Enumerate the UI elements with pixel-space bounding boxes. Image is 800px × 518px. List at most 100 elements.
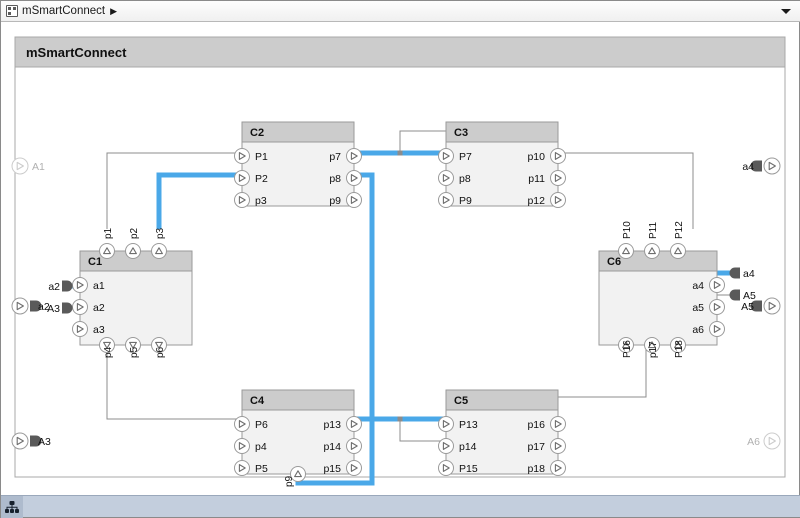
external-port-socket-a5[interactable] (763, 297, 781, 315)
wire-c3p11-c6p12[interactable] (558, 152, 694, 229)
inner-terminal-a5-terminal[interactable] (729, 289, 740, 301)
breadcrumb-arrow-icon[interactable]: ▶ (110, 5, 118, 16)
wire-c1p4-c4p4[interactable] (106, 345, 242, 420)
port-c2-p8-socket[interactable] (346, 170, 362, 186)
external-port-terminal-a2[interactable] (30, 300, 42, 312)
model-hierarchy-icon (5, 500, 19, 513)
port-c1-a3-socket[interactable] (72, 321, 88, 337)
external-port-socket-a6[interactable] (763, 432, 781, 450)
port-label-c6-p17: p17 (648, 341, 659, 358)
port-c2-p2-socket[interactable] (234, 170, 250, 186)
wire-c2p8-c3p7-branch[interactable] (399, 130, 446, 153)
external-port-terminal-a3[interactable] (30, 435, 42, 447)
port-c2-p3-socket[interactable] (234, 192, 250, 208)
port-c1-p6-socket[interactable] (151, 337, 167, 353)
port-label-c2-p3: p3 (255, 195, 267, 207)
port-label-c6-a6: a6 (692, 324, 704, 336)
wire-c1p3-c2p3-highlight[interactable] (156, 172, 242, 229)
port-c4-p5-socket[interactable] (234, 460, 250, 476)
port-c2-p1-socket[interactable] (234, 148, 250, 164)
port-c3-p12-socket[interactable] (550, 192, 566, 208)
port-c5-p16-socket[interactable] (550, 416, 566, 432)
port-c3-p10-arrow-icon (554, 152, 562, 160)
port-c6-a5-socket[interactable] (709, 299, 725, 315)
port-c6-p16-socket[interactable] (618, 337, 634, 353)
port-c6-p18-socket[interactable] (670, 337, 686, 353)
port-c3-p10-socket[interactable] (550, 148, 566, 164)
port-c1-p2-arrow-icon (129, 247, 137, 255)
port-c5-p15-socket[interactable] (438, 460, 454, 476)
inner-terminal-a3-terminal[interactable] (62, 302, 73, 314)
port-label-c5-p18: p18 (527, 463, 545, 475)
port-c6-p17-socket[interactable] (644, 337, 660, 353)
port-c1-p4-socket[interactable] (99, 337, 115, 353)
port-c4-p13-socket[interactable] (346, 416, 362, 432)
wire-c4p14-c5p15-branch[interactable] (399, 419, 446, 442)
inner-terminal-a2-terminal[interactable] (62, 280, 73, 292)
chevron-down-icon[interactable] (781, 9, 791, 14)
external-port-socket-a1[interactable] (11, 157, 29, 175)
port-c4-p15-socket[interactable] (346, 460, 362, 476)
inner-terminal-a2[interactable]: a2 (48, 280, 73, 294)
external-port-terminal-a5[interactable] (750, 300, 763, 312)
port-c6-p12-socket[interactable] (670, 243, 686, 259)
external-port-a4[interactable]: a4 (742, 157, 781, 175)
inner-terminal-a4[interactable]: a4 (729, 267, 755, 281)
inner-terminal-a4-terminal[interactable] (729, 267, 740, 279)
external-port-socket-a4[interactable] (763, 157, 781, 175)
inner-terminal-a5[interactable]: A5 (729, 289, 757, 303)
port-c4-p9-socket[interactable] (290, 466, 306, 482)
inner-terminal-a3[interactable]: A3 (47, 302, 73, 316)
port-c2-p9-socket[interactable] (346, 192, 362, 208)
port-c1-p5-arrow-icon (129, 341, 137, 349)
port-c6-p18-arrow-icon (674, 341, 682, 349)
external-port-a2[interactable]: a2 (11, 297, 50, 315)
external-port-label-a3: A3 (38, 436, 51, 448)
port-c3-p11-socket[interactable] (550, 170, 566, 186)
inner-terminal-a3-label: A3 (47, 303, 60, 315)
model-canvas[interactable]: mSmartConnect (2, 23, 798, 495)
port-c1-p3-socket[interactable] (151, 243, 167, 259)
wire-c5p16-c6p17[interactable] (558, 345, 647, 398)
external-port-a1[interactable]: A1 (11, 157, 45, 175)
port-c4-p6-socket[interactable] (234, 416, 250, 432)
port-c3-p7-socket[interactable] (438, 148, 454, 164)
breadcrumb-label[interactable]: mSmartConnect (22, 4, 106, 17)
port-c1-a1-socket[interactable] (72, 277, 88, 293)
port-c5-p13-socket[interactable] (438, 416, 454, 432)
port-c1-a2-socket[interactable] (72, 299, 88, 315)
external-port-terminal-a4[interactable] (750, 160, 763, 172)
port-c5-p17-socket[interactable] (550, 438, 566, 454)
external-port-a6[interactable]: A6 (747, 432, 781, 450)
external-port-socket-a3[interactable] (11, 432, 29, 450)
external-port-a5[interactable]: A5 (741, 297, 781, 315)
port-c3-p9-socket[interactable] (438, 192, 454, 208)
port-c3-p8-socket[interactable] (438, 170, 454, 186)
port-c1-p5-socket[interactable] (125, 337, 141, 353)
external-port-arrow-icon-a1 (16, 161, 24, 171)
port-c4-p14-socket[interactable] (346, 438, 362, 454)
external-port-a3[interactable]: A3 (11, 432, 51, 450)
status-bar-icon-cell[interactable] (1, 495, 23, 518)
port-c5-p18-socket[interactable] (550, 460, 566, 476)
port-c6-a6-socket[interactable] (709, 321, 725, 337)
port-c5-p14-socket[interactable] (438, 438, 454, 454)
external-port-socket-a2[interactable] (11, 297, 29, 315)
port-c4-p4-socket[interactable] (234, 438, 250, 454)
port-label-c5-p16: p16 (527, 419, 545, 431)
port-c6-a4-socket[interactable] (709, 277, 725, 293)
port-c6-p10-socket[interactable] (618, 243, 634, 259)
port-c6-p11-socket[interactable] (644, 243, 660, 259)
wire-c1p1-c2p2[interactable] (106, 152, 242, 229)
port-c1-p2-socket[interactable] (125, 243, 141, 259)
external-port-arrow-icon-a5 (768, 301, 776, 311)
inner-terminal-a5-label: A5 (743, 290, 756, 302)
port-c1-p1-socket[interactable] (99, 243, 115, 259)
port-c2-p7-socket[interactable] (346, 148, 362, 164)
